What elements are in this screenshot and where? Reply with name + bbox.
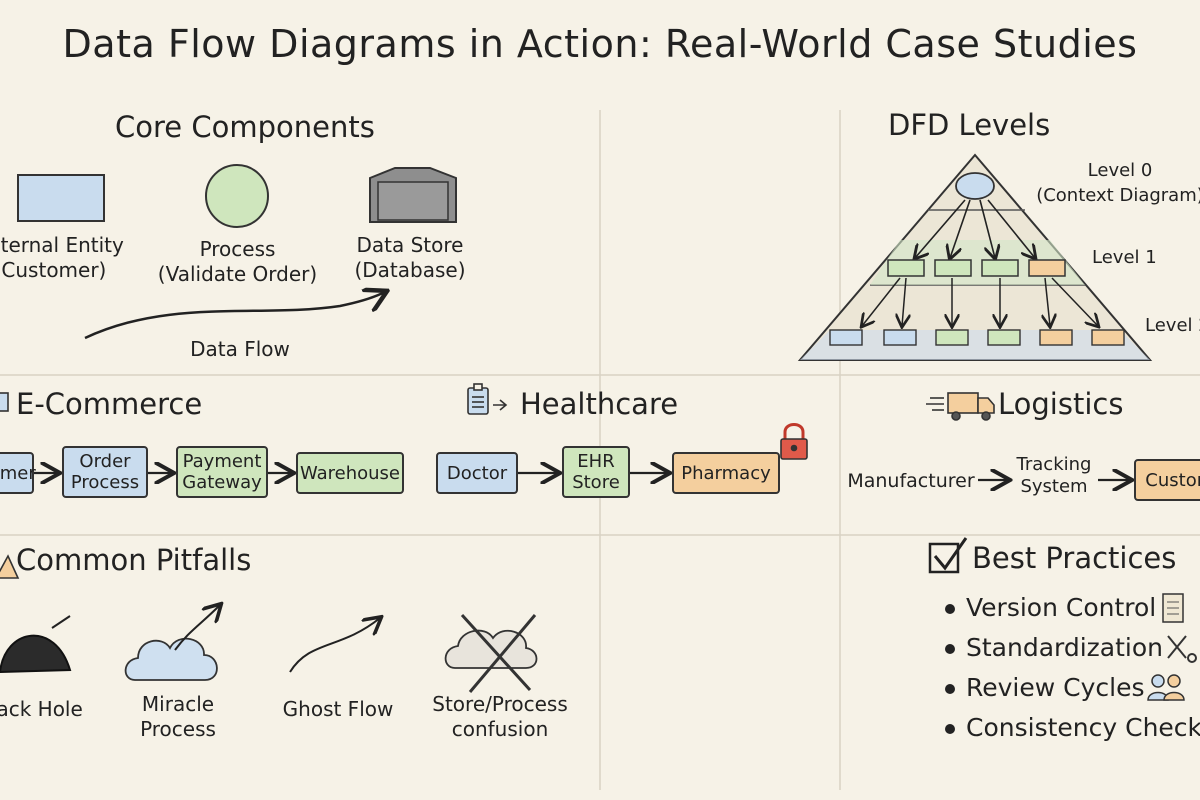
data-store-label: Data Store (Database) [335, 233, 485, 283]
pitfalls-heading: Common Pitfalls [16, 543, 252, 577]
ecommerce-node-payment-gateway: Payment Gateway [176, 446, 268, 498]
ecommerce-node-customer: Customer [0, 452, 36, 494]
pitfall-store-process-confusion: Store/Process confusion [432, 692, 568, 741]
dfd-levels-heading: DFD Levels [888, 108, 1051, 142]
best-practices-heading: Best Practices [972, 541, 1177, 575]
external-entity-example: (Customer) [0, 258, 107, 282]
process-example: (Validate Order) [157, 262, 318, 286]
pitfall-miracle-process: Miracle Process [140, 692, 216, 741]
level0-name: Level 0 [1087, 160, 1153, 181]
external-entity-shape [17, 174, 105, 222]
process-label: Process (Validate Order) [145, 237, 330, 287]
pitfall-black-hole: Black Hole [0, 697, 83, 721]
logistics-heading: Logistics [998, 387, 1124, 421]
level2-label: Level 2 [1145, 315, 1200, 336]
cart-icon [0, 392, 9, 412]
confusion-cross-icon [444, 613, 538, 693]
healthcare-node-pharmacy: Pharmacy [672, 452, 780, 494]
tools-icon [1167, 635, 1197, 663]
data-store-name: Data Store [356, 233, 464, 257]
dfd-pyramid [797, 153, 1153, 361]
data-flow-label: Data Flow [190, 337, 290, 361]
best-practice-review-cycles: Review Cycles [966, 673, 1145, 702]
warning-icon [0, 554, 20, 579]
external-entity-label: External Entity (Customer) [0, 233, 140, 283]
data-store-shape [369, 167, 457, 223]
ecommerce-node-order-process: Order Process [62, 446, 148, 498]
level1-label: Level 1 [1092, 247, 1157, 268]
logistics-node-tracking-system: Tracking System [1016, 454, 1092, 497]
miracle-cloud-icon [124, 605, 220, 681]
level0-label: Level 0 (Context Diagram) [1010, 158, 1200, 208]
people-icon [1147, 674, 1185, 701]
scroll-icon [1162, 593, 1184, 623]
clipboard-icon [467, 383, 508, 415]
ghost-flow-arrow [289, 618, 380, 673]
logistics-node-customer: Customer [1134, 459, 1200, 501]
process-shape [205, 164, 269, 228]
level0-desc: (Context Diagram) [1036, 185, 1200, 206]
truck-icon [926, 392, 995, 421]
best-practice-standardization: Standardization [966, 633, 1164, 662]
pitfall-ghost-flow: Ghost Flow [282, 697, 394, 721]
ecommerce-heading: E-Commerce [16, 387, 203, 421]
data-store-example: (Database) [354, 258, 466, 282]
best-practice-version-control: Version Control [966, 593, 1157, 622]
core-components-heading: Core Components [115, 110, 375, 144]
data-flow-arrow [84, 292, 385, 340]
bullets [945, 604, 955, 734]
process-name: Process [199, 237, 276, 261]
logistics-node-manufacturer: Manufacturer [847, 470, 975, 492]
page-title: Data Flow Diagrams in Action: Real-World… [62, 22, 1138, 66]
healthcare-node-doctor: Doctor [436, 452, 518, 494]
healthcare-heading: Healthcare [520, 387, 679, 421]
checkbox-icon [928, 537, 968, 574]
lock-icon [780, 423, 808, 460]
external-entity-name: External Entity [0, 233, 124, 257]
best-practice-consistency-checks: Consistency Checks [966, 713, 1200, 742]
ecommerce-node-warehouse: Warehouse [296, 452, 404, 494]
black-hole-icon [0, 615, 72, 674]
healthcare-node-ehr-store: EHR Store [562, 446, 630, 498]
